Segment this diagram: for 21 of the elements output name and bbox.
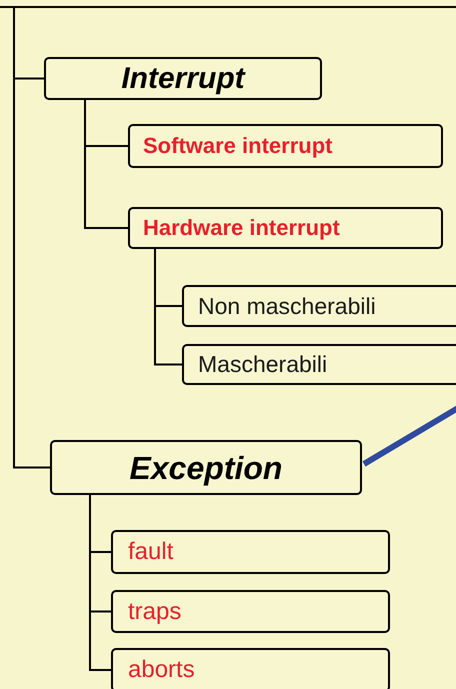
- item-box: [182, 285, 456, 327]
- leader-line: [362, 405, 456, 467]
- item-box: [111, 590, 390, 633]
- node-label: Hardware interrupt: [143, 217, 340, 239]
- node-label: Mascherabili: [198, 353, 328, 376]
- connector-line: [89, 495, 111, 671]
- item-box: [182, 344, 456, 385]
- node-label: fault: [128, 540, 174, 564]
- category-box: [44, 57, 322, 100]
- node-label: traps: [128, 600, 182, 624]
- item-box: [111, 648, 390, 689]
- subcategory-box: [128, 124, 443, 168]
- connector-line: [154, 249, 182, 366]
- node-label: Exception: [130, 452, 282, 484]
- node-label: Interrupt: [121, 64, 245, 94]
- item-box: [111, 530, 390, 574]
- category-box: [50, 440, 362, 495]
- node-label: Non mascherabili: [198, 294, 376, 318]
- node-label: aborts: [128, 658, 195, 682]
- subcategory-box: [128, 207, 443, 249]
- node-label: Software interrupt: [143, 135, 332, 157]
